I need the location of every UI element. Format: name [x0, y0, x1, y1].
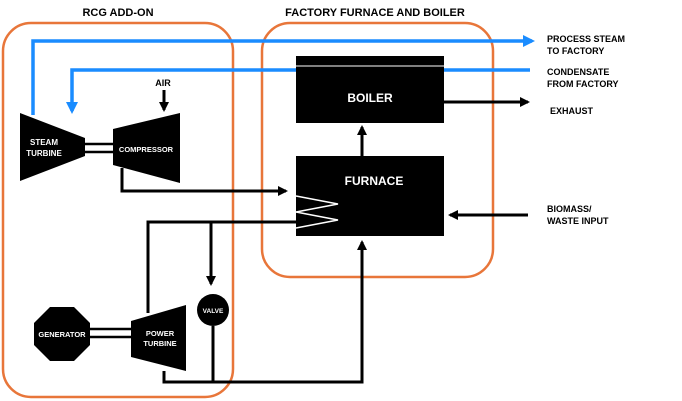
valve [197, 294, 229, 326]
biomass-label-1: BIOMASS/ [547, 204, 592, 214]
condensate-label-1: CONDENSATE [547, 67, 609, 77]
generator-block [34, 307, 90, 361]
rcg-addon-group [1, 21, 235, 399]
valve-label: VALVE [203, 308, 224, 315]
heat-exchanger-coil [295, 195, 339, 229]
steam-turbine-label-2: TURBINE [26, 149, 62, 158]
turbine-exhaust-line [162, 240, 367, 384]
factory-group [260, 21, 495, 279]
power-turbine-label-1: POWER [146, 329, 175, 338]
process-steam-line [31, 35, 535, 115]
hot-gas-line [146, 220, 296, 313]
power-turbine-block [131, 305, 186, 371]
boiler-block [296, 56, 444, 123]
rcg-group-title: RCG ADD-ON [82, 7, 153, 19]
generator-label: GENERATOR [38, 330, 86, 339]
compressor-label: COMPRESSOR [119, 145, 174, 154]
condensate-label-2: FROM FACTORY [547, 79, 619, 89]
biomass-label-2: WASTE INPUT [547, 216, 609, 226]
furnace-label: FURNACE [345, 174, 404, 188]
process-steam-label-1: PROCESS STEAM [547, 34, 625, 44]
exhaust-label: EXHAUST [550, 106, 594, 116]
process-steam-label-2: TO FACTORY [547, 46, 604, 56]
steam-turbine-block [20, 113, 85, 181]
compressor-block [113, 113, 180, 183]
compressed-air-line [120, 168, 288, 196]
boiler-label: BOILER [347, 91, 393, 105]
steam-turbine-label-1: STEAM [30, 138, 58, 147]
air-label: AIR [155, 78, 171, 88]
power-turbine-label-2: TURBINE [143, 339, 176, 348]
factory-group-title: FACTORY FURNACE AND BOILER [285, 7, 465, 19]
